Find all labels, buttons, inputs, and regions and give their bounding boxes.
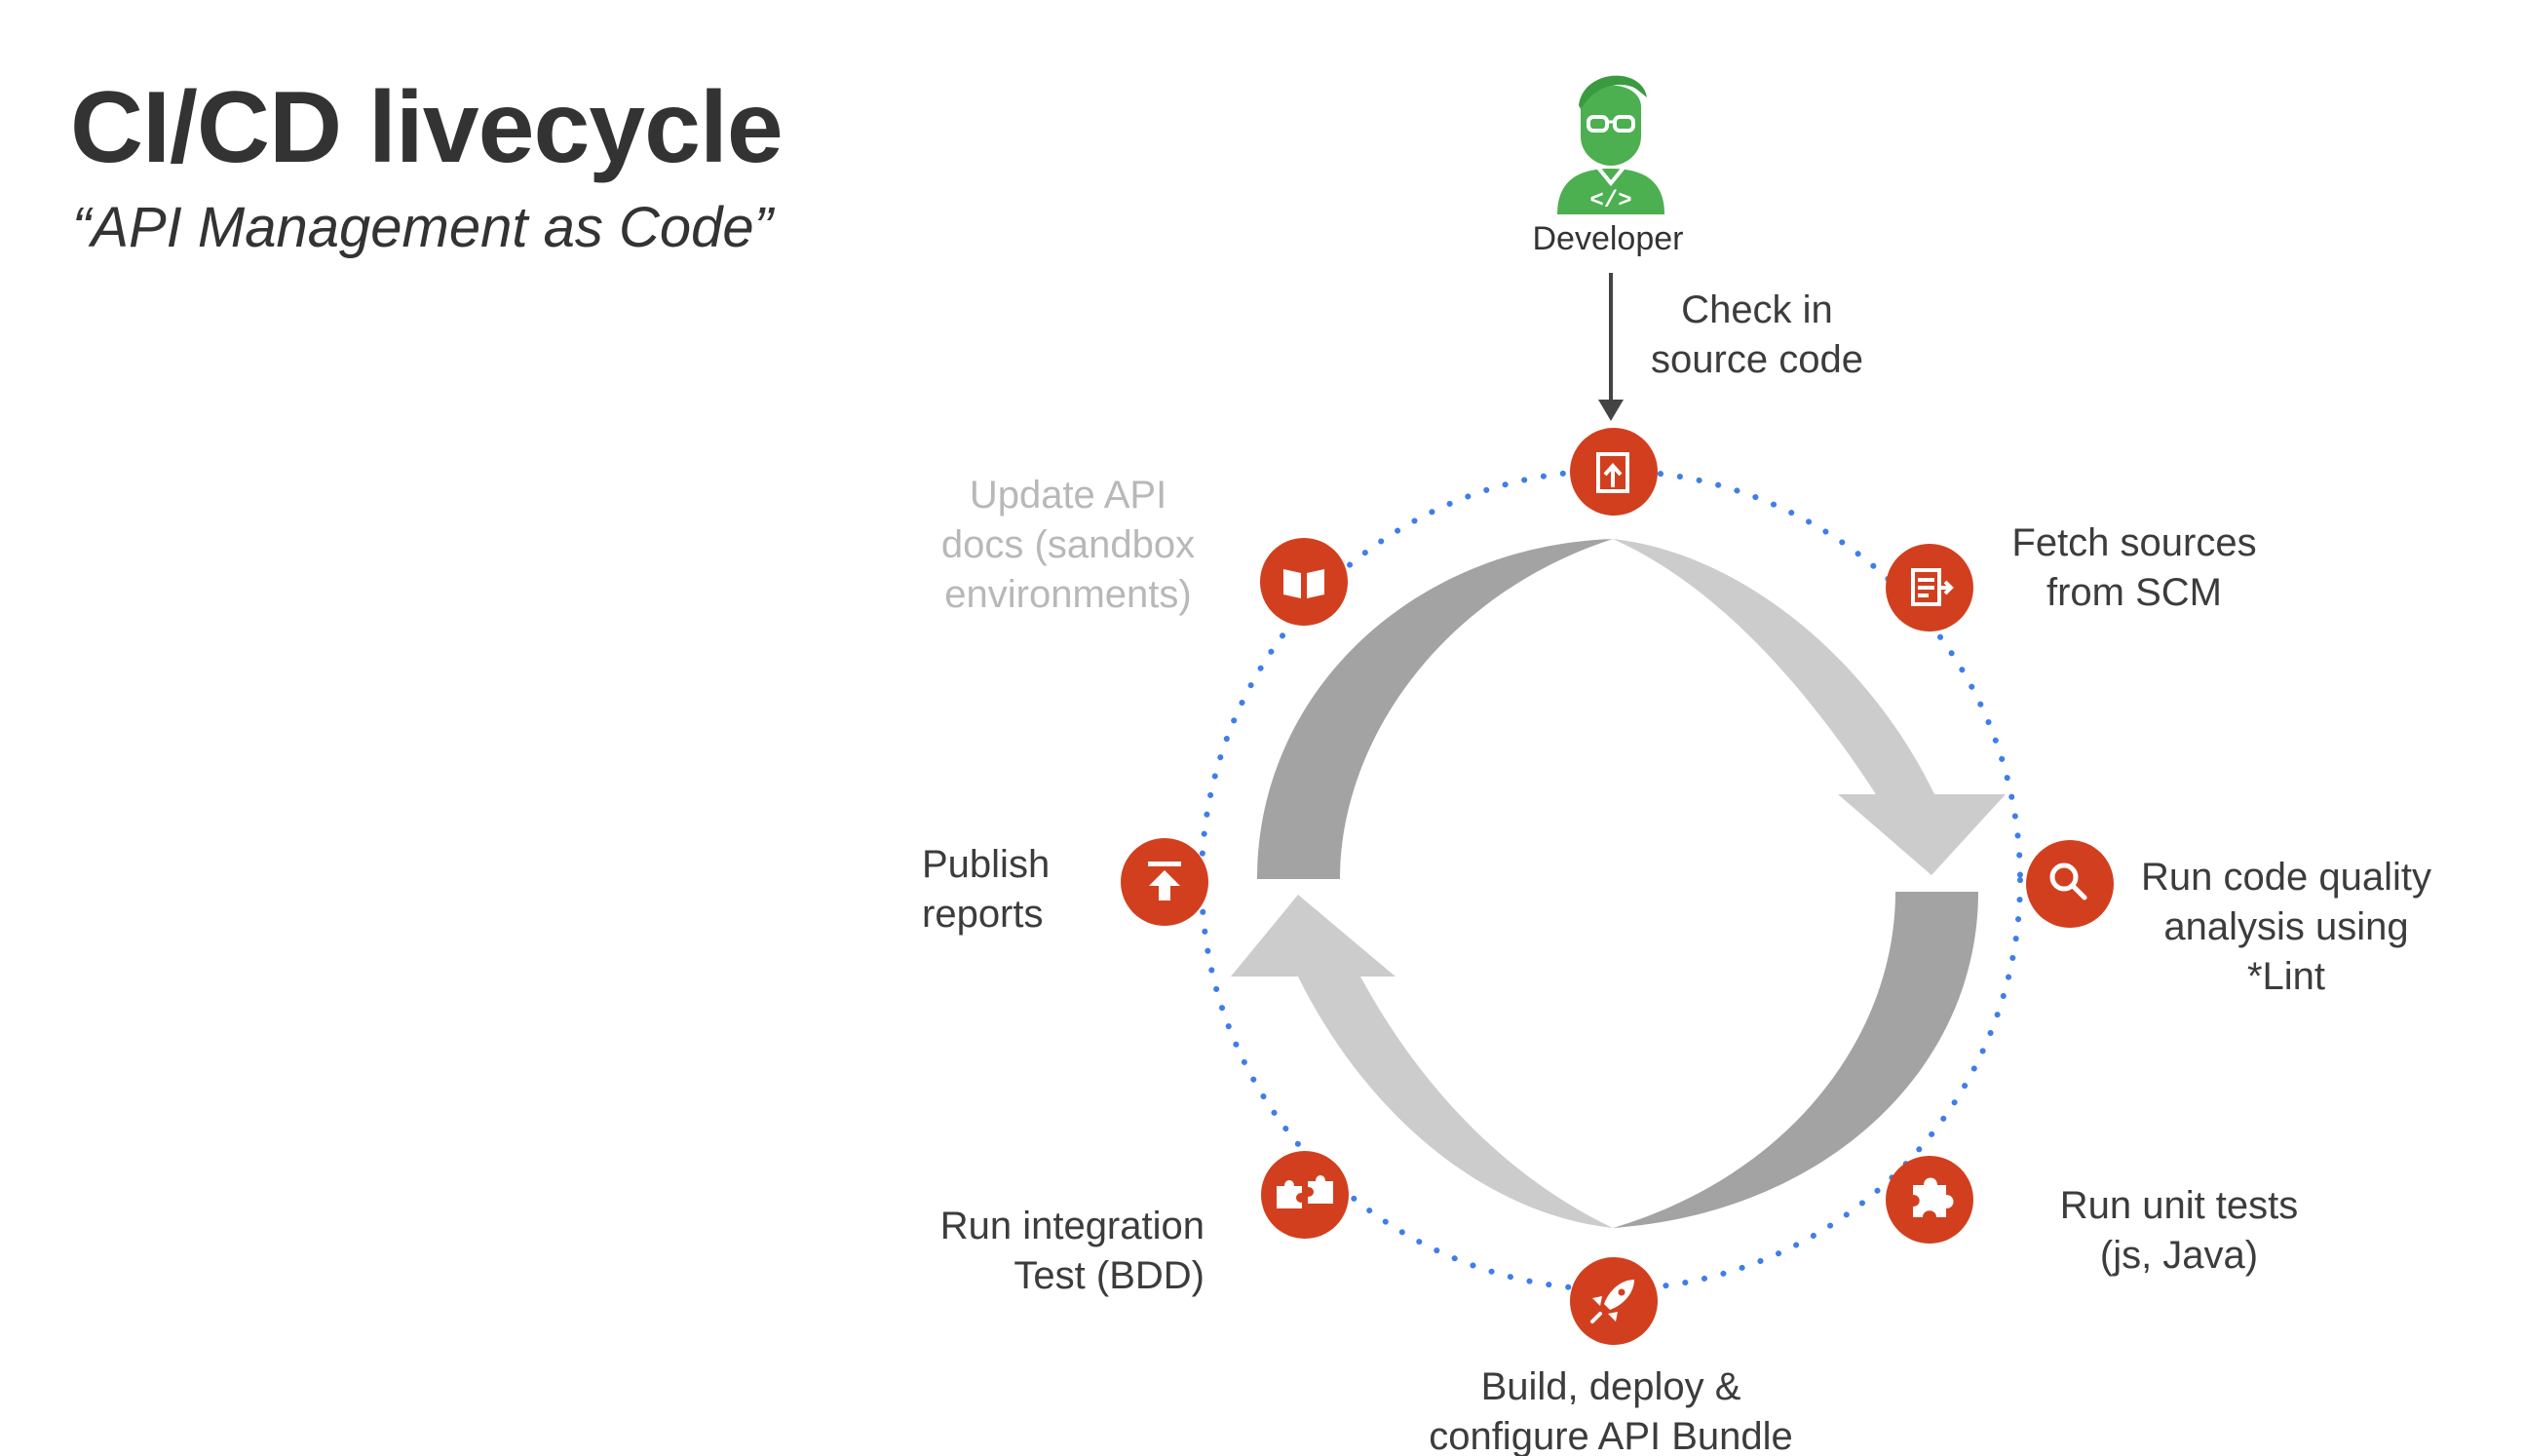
step-node-lint[interactable] (2026, 840, 2114, 928)
step-node-unit-tests[interactable] (1886, 1156, 1973, 1244)
puzzle-piece-icon (1913, 1177, 1954, 1217)
developer-code-glyph: </> (1589, 188, 1631, 214)
cycle-arrow-backward (1231, 895, 1613, 1228)
cycle-arc-upper-left (1257, 539, 1613, 879)
developer-arrow-head (1598, 400, 1624, 421)
publish-icon (1148, 862, 1181, 900)
developer-label: Developer (1532, 220, 1684, 257)
search-icon (2049, 862, 2087, 900)
page-subtitle: “API Management as Code” (72, 196, 773, 259)
step-node-docs[interactable] (1260, 538, 1348, 626)
step-node-integration[interactable] (1261, 1151, 1349, 1239)
cycle-arrow-forward (1613, 539, 2006, 875)
step-node-check-in[interactable] (1570, 428, 1658, 516)
step-node-fetch[interactable] (1886, 544, 1973, 632)
developer-avatar-icon: </> (1557, 75, 1664, 214)
upload-file-icon (1596, 452, 1629, 493)
book-icon (1283, 569, 1324, 598)
puzzle-pieces-icon (1277, 1175, 1333, 1208)
step-node-publish[interactable] (1121, 838, 1208, 926)
page-title: CI/CD livecycle (70, 71, 784, 184)
export-sources-icon (1911, 568, 1954, 606)
step-node-build[interactable] (1570, 1257, 1658, 1345)
rocket-icon (1590, 1280, 1634, 1323)
step-label-build: Build, deploy &configure API Bundle (1429, 1365, 1793, 1456)
step-label-unit-tests: Run unit tests(js, Java) (2059, 1184, 2299, 1277)
cycle-arc-lower-right (1613, 892, 1978, 1228)
pipeline-ring (1199, 468, 2023, 1292)
